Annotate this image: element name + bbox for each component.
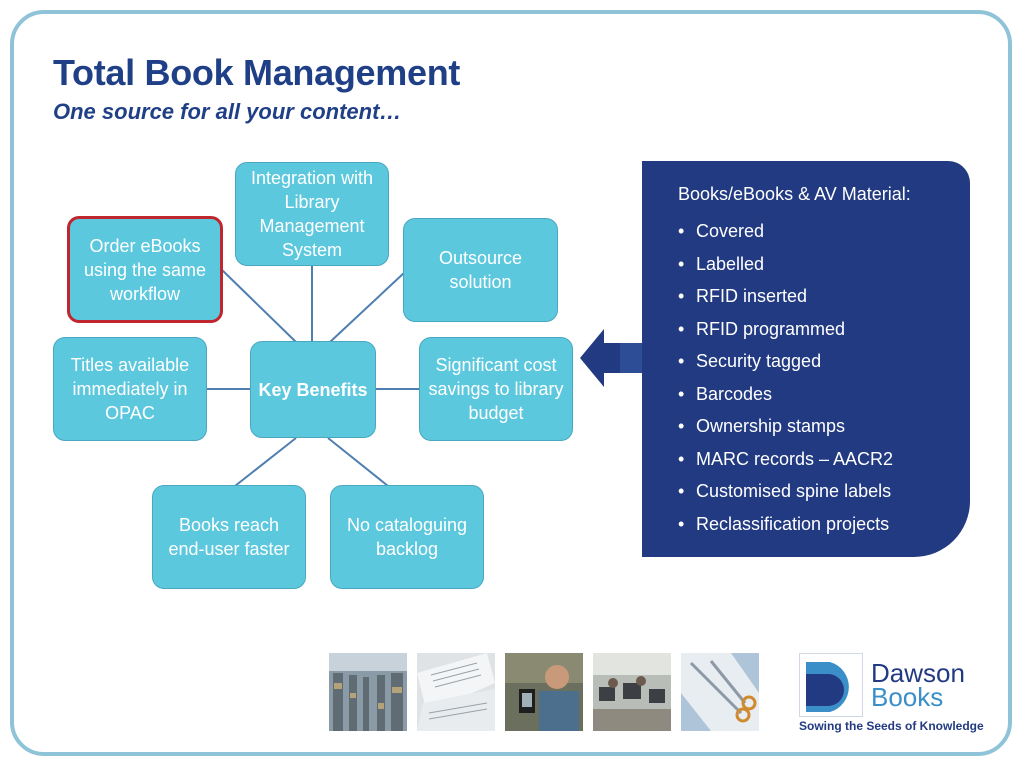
logo-tagline: Sowing the Seeds of Knowledge bbox=[799, 719, 984, 733]
node-outsource: Outsource solution bbox=[403, 218, 558, 322]
list-item: RFID inserted bbox=[678, 280, 952, 313]
node-order-ebooks: Order eBooks using the same workflow bbox=[67, 216, 223, 323]
panel-heading: Books/eBooks & AV Material: bbox=[678, 184, 911, 204]
warehouse-photo bbox=[329, 653, 407, 731]
ereader-user-photo bbox=[505, 653, 583, 731]
node-no-backlog: No cataloguing backlog bbox=[330, 485, 484, 589]
list-item: Security tagged bbox=[678, 345, 952, 378]
node-books-faster: Books reach end-user faster bbox=[152, 485, 306, 589]
dawson-d-icon bbox=[799, 653, 863, 717]
computer-lab-photo bbox=[593, 653, 671, 731]
slide-title: Total Book Management bbox=[53, 52, 461, 93]
list-item: Barcodes bbox=[678, 378, 952, 411]
node-titles-opac: Titles available immediately in OPAC bbox=[53, 337, 207, 441]
list-item: Labelled bbox=[678, 248, 952, 281]
logo-name: Dawson Books bbox=[871, 658, 965, 712]
list-item: Ownership stamps bbox=[678, 410, 952, 443]
connector-order-ebooks bbox=[219, 267, 297, 343]
services-panel: Books/eBooks & AV Material: Covered Labe… bbox=[642, 161, 970, 557]
list-item: Customised spine labels bbox=[678, 475, 952, 508]
node-cost-savings: Significant cost savings to library budg… bbox=[419, 337, 573, 441]
connector-books-faster bbox=[234, 437, 297, 487]
list-item: MARC records – AACR2 bbox=[678, 443, 952, 476]
slide-subtitle: One source for all your content… bbox=[53, 99, 402, 124]
node-integration: Integration with Library Management Syst… bbox=[235, 162, 389, 266]
node-key-benefits: Key Benefits bbox=[250, 341, 376, 438]
list-item: Covered bbox=[678, 215, 952, 248]
connector-no-backlog bbox=[327, 437, 389, 487]
connector-outsource bbox=[329, 271, 406, 343]
left-arrow-icon bbox=[580, 329, 642, 387]
services-list: Covered Labelled RFID inserted RFID prog… bbox=[678, 215, 952, 540]
scissors-paper-photo bbox=[681, 653, 759, 731]
logo-name-line2: Books bbox=[871, 682, 944, 712]
book-pages-photo bbox=[417, 653, 495, 731]
dawson-books-logo: Dawson Books Sowing the Seeds of Knowled… bbox=[797, 651, 995, 737]
list-item: Reclassification projects bbox=[678, 508, 952, 541]
list-item: RFID programmed bbox=[678, 313, 952, 346]
logo-name-line1: Dawson bbox=[871, 658, 965, 688]
